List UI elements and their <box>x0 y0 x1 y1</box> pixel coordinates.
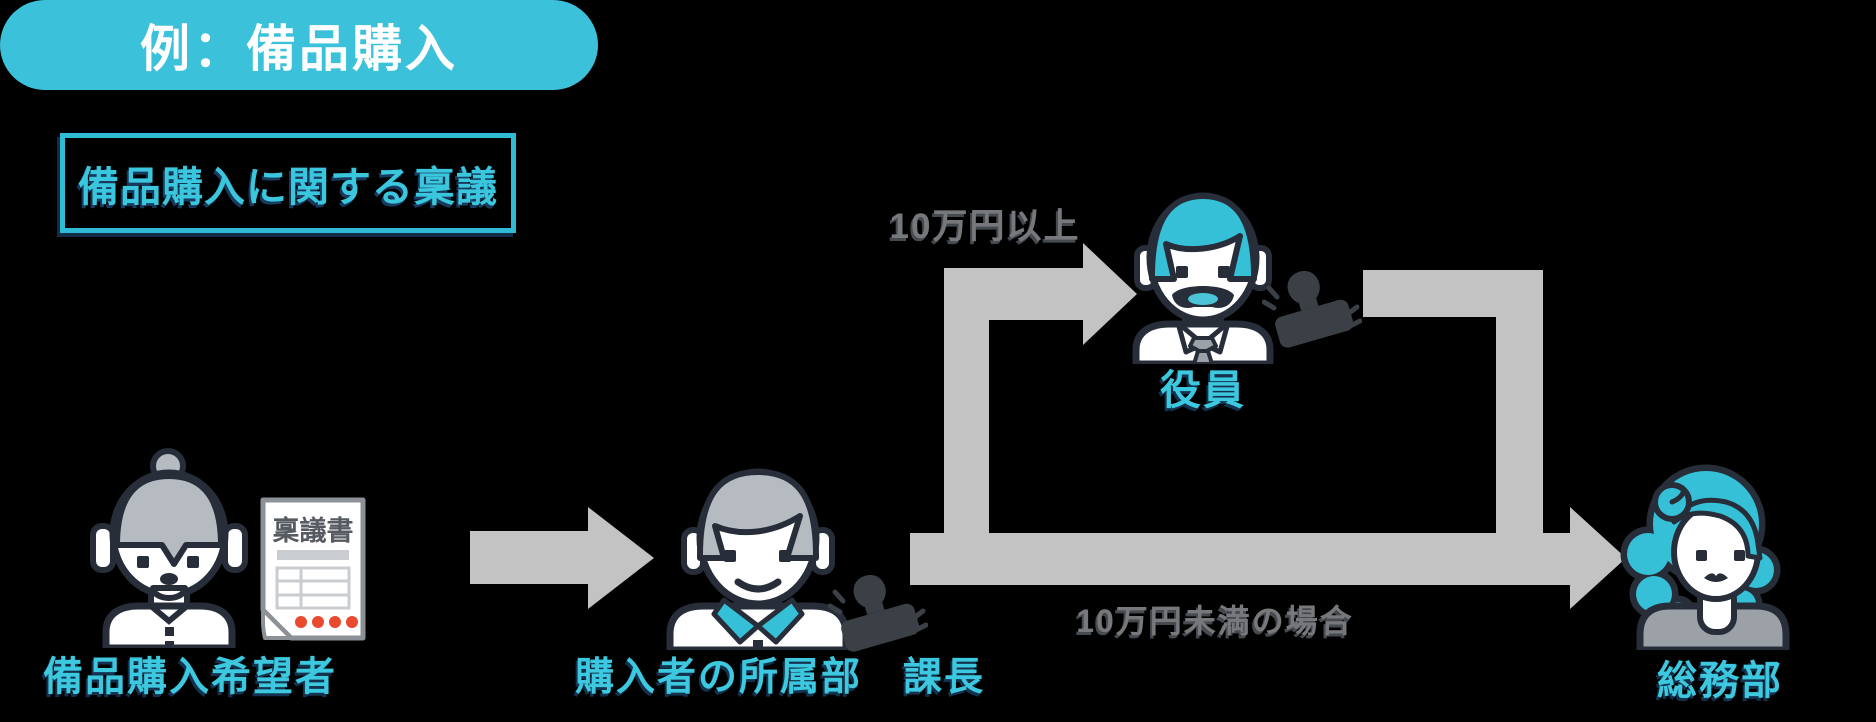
subtitle-label: 備品購入に関する稟議 <box>78 164 498 210</box>
gray-hair-man-icon <box>666 468 850 650</box>
arrow-branch-up-horizontal <box>944 268 1083 320</box>
title-badge-label: 例：備品購入 <box>140 21 458 77</box>
curly-hair-woman-icon <box>1620 464 1790 650</box>
document-title: 稟議書 <box>273 515 354 546</box>
condition-over-label: 10万円以上 <box>889 207 1081 246</box>
approval-document-icon: 稟議書 <box>260 497 366 641</box>
hanko-stamp-icon <box>1262 271 1362 348</box>
general-affairs-label: 総務部 <box>1657 659 1783 703</box>
arrow-requester-to-manager-shaft <box>470 531 588 584</box>
arrow-executive-return-vertical <box>1496 270 1543 533</box>
bun-hair-woman-icon <box>90 448 248 648</box>
arrow-branch-up-head <box>1083 243 1137 345</box>
arrow-manager-to-general-affairs-head <box>1570 507 1626 609</box>
arrow-branch-up-vertical <box>944 300 989 533</box>
arrow-requester-to-manager-head <box>588 507 654 609</box>
mustache-executive-icon <box>1132 192 1274 364</box>
arrow-manager-to-general-affairs-shaft <box>910 533 1570 585</box>
executive-label: 役員 <box>1160 367 1246 413</box>
hanko-stamp-icon <box>828 575 928 652</box>
title-badge: 例：備品購入 <box>0 0 598 90</box>
condition-under-label: 10万円未満の場合 <box>1076 603 1354 639</box>
subtitle-box: 備品購入に関する稟議 <box>60 133 516 233</box>
requester-label: 備品購入希望者 <box>43 655 337 699</box>
manager-label: 購入者の所属部 課長 <box>574 656 985 699</box>
